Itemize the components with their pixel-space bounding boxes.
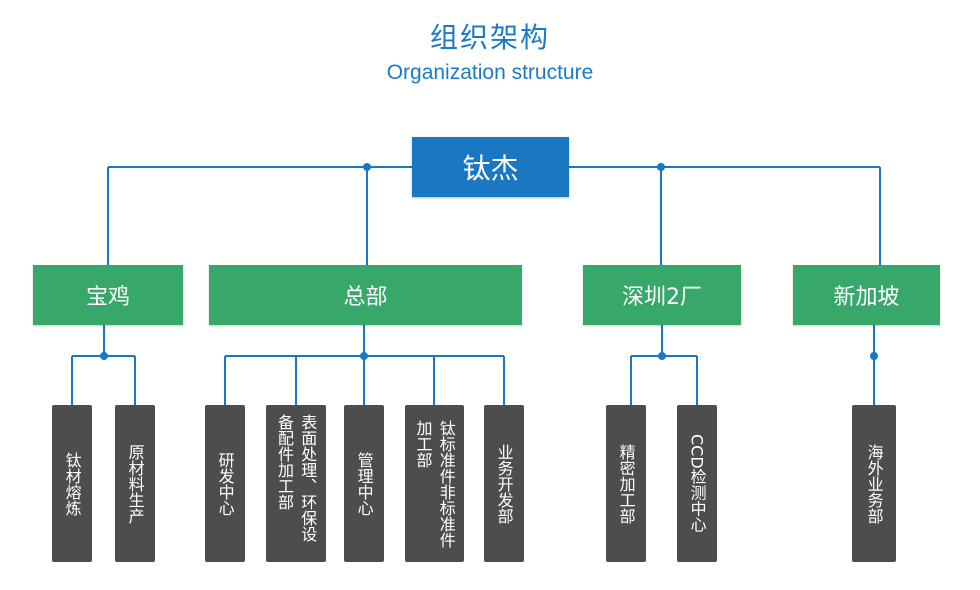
unit-node: 原材料生产 bbox=[115, 405, 155, 562]
root-node: 钛杰 bbox=[412, 137, 569, 197]
unit-node: 业务开发部 bbox=[484, 405, 524, 562]
branch-node-shenzhen: 深圳2厂 bbox=[583, 265, 741, 325]
unit-node: 研发中心 bbox=[205, 405, 245, 562]
page-title: 组织架构 bbox=[429, 21, 550, 54]
unit-node: 钛标准件非标准件加工部 bbox=[405, 405, 464, 562]
branch-node-baoji: 宝鸡 bbox=[33, 265, 183, 325]
unit-node: 钛材熔炼 bbox=[52, 405, 92, 562]
branch-node-singapore: 新加坡 bbox=[793, 265, 940, 325]
page-subtitle: Organization structure bbox=[386, 61, 594, 84]
unit-node: 管理中心 bbox=[344, 405, 384, 562]
branch-node-headquarters: 总部 bbox=[209, 265, 522, 325]
unit-node: 海外业务部 bbox=[852, 405, 896, 562]
unit-node: 表面处理、环保设备配件加工部 bbox=[266, 405, 326, 562]
unit-node: CCD检测中心 bbox=[677, 405, 717, 562]
unit-node: 精密加工部 bbox=[606, 405, 646, 562]
